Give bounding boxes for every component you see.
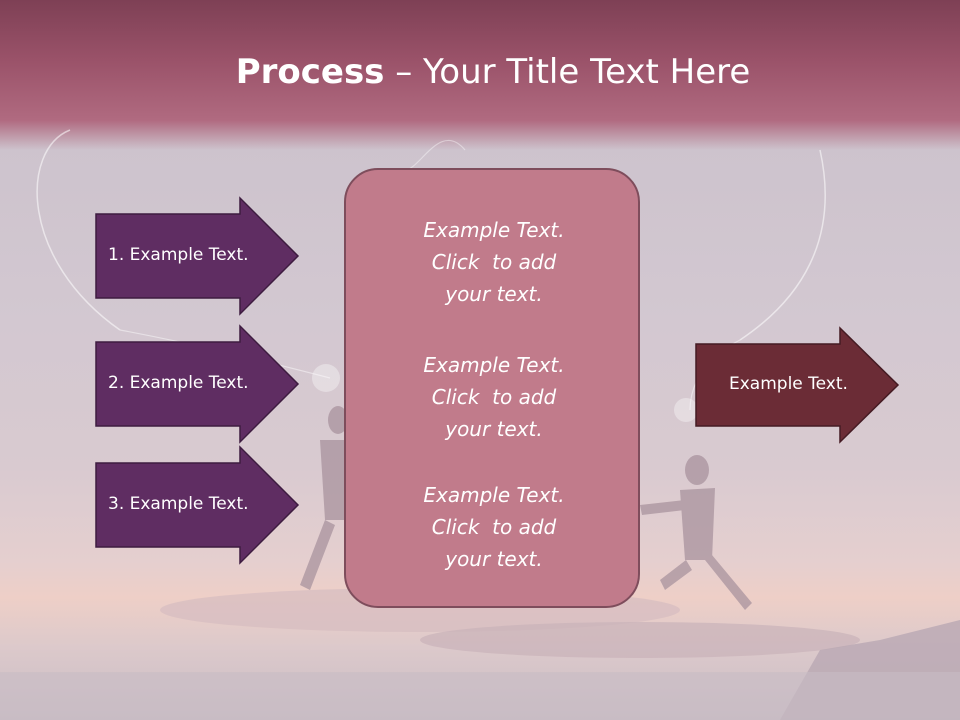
center-paragraph-3-line-2: Click to add <box>431 515 557 539</box>
center-paragraph-1-line-3: your text. <box>445 282 543 306</box>
center-paragraph-2-line-2: Click to add <box>431 385 557 409</box>
left-arrow-2-label: 2. Example Text. <box>108 373 249 393</box>
center-paragraph-1-line-1: Example Text. <box>423 218 565 242</box>
slide-title[interactable]: Process – Your Title Text Here <box>0 52 960 92</box>
center-paragraph-3-line-1: Example Text. <box>423 483 565 507</box>
center-paragraph-1: Example Text. Click to add your text. <box>346 214 642 310</box>
left-arrow-1-shape[interactable] <box>95 196 300 316</box>
left-arrow-3-shape[interactable] <box>95 445 300 565</box>
center-paragraph-3: Example Text. Click to add your text. <box>346 479 642 575</box>
right-arrow-shape[interactable] <box>695 326 900 444</box>
left-arrow-2-shape[interactable] <box>95 324 300 444</box>
title-rest-text: – Your Title Text Here <box>384 52 751 92</box>
center-paragraph-2-line-1: Example Text. <box>423 353 565 377</box>
center-paragraph-3-line-3: your text. <box>445 547 543 571</box>
left-arrow-3-label: 3. Example Text. <box>108 494 249 514</box>
center-content-box[interactable]: Example Text. Click to add your text. Ex… <box>344 168 640 608</box>
title-bold-text: Process <box>235 52 385 92</box>
center-paragraph-1-line-2: Click to add <box>431 250 557 274</box>
right-arrow-label: Example Text. <box>729 374 848 394</box>
center-paragraph-2: Example Text. Click to add your text. <box>346 349 642 445</box>
center-paragraph-2-line-3: your text. <box>445 417 543 441</box>
left-arrow-1-label: 1. Example Text. <box>108 245 249 265</box>
title-band <box>0 0 960 150</box>
